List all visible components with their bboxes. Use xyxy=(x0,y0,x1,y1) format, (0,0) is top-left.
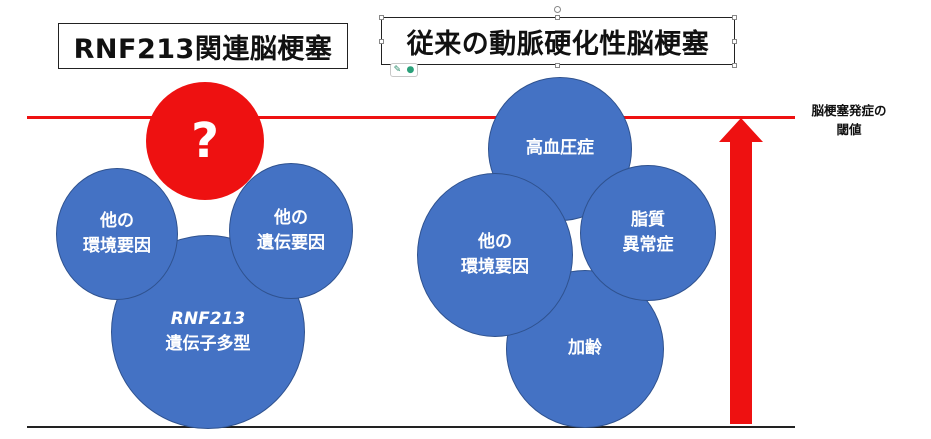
threshold-label-line1: 脳梗塞発症の xyxy=(811,103,887,118)
pin-icon[interactable]: ● xyxy=(406,64,415,75)
selection-handle[interactable] xyxy=(379,15,384,20)
selection-handle[interactable] xyxy=(732,15,737,20)
rnf213-label: RNF213 xyxy=(170,308,246,329)
baseline xyxy=(27,426,795,428)
polymorphism-label: 遺伝子多型 xyxy=(165,334,251,354)
selection-handle[interactable] xyxy=(555,15,560,20)
dyslipidemia-label-top: 脂質 xyxy=(631,209,665,230)
title-atherosclerotic-stroke[interactable]: 従来の動脈硬化性脳梗塞 xyxy=(381,17,735,65)
aging-label: 加齢 xyxy=(568,338,602,359)
genetic-factor-label: 遺伝要因 xyxy=(257,233,325,253)
threshold-line xyxy=(27,116,795,119)
circle-dyslipidemia[interactable]: 脂質 異常症 xyxy=(580,165,716,301)
rotate-handle[interactable] xyxy=(554,6,561,13)
threshold-label: 脳梗塞発症の 閾値 xyxy=(800,102,898,140)
pen-icon[interactable]: ✎ xyxy=(393,64,402,75)
circle-other-genetic[interactable]: 他の 遺伝要因 xyxy=(229,163,353,299)
selection-handle[interactable] xyxy=(555,63,560,68)
question-mark: ? xyxy=(191,113,219,169)
other-label: 他の xyxy=(100,210,134,231)
question-circle[interactable]: ? xyxy=(146,82,264,200)
dyslipidemia-label-bottom: 異常症 xyxy=(622,235,674,255)
other-label: 他の xyxy=(274,207,308,228)
quick-toolbar[interactable]: ✎ ● xyxy=(390,63,418,77)
title-rnf213-stroke[interactable]: RNF213関連脳梗塞 xyxy=(58,23,348,69)
other-label: 他の xyxy=(478,231,512,252)
hypertension-label: 高血圧症 xyxy=(526,138,594,159)
environmental-factor-label: 環境要因 xyxy=(461,257,529,277)
selection-handle[interactable] xyxy=(379,39,384,44)
environmental-factor-label: 環境要因 xyxy=(83,236,151,256)
selection-handle[interactable] xyxy=(732,39,737,44)
circle-right-other-environmental[interactable]: 他の 環境要因 xyxy=(417,173,573,337)
upward-arrow[interactable] xyxy=(719,118,763,428)
threshold-label-line2: 閾値 xyxy=(836,121,862,137)
circle-left-other-environmental[interactable]: 他の 環境要因 xyxy=(56,168,178,300)
selection-handle[interactable] xyxy=(732,63,737,68)
